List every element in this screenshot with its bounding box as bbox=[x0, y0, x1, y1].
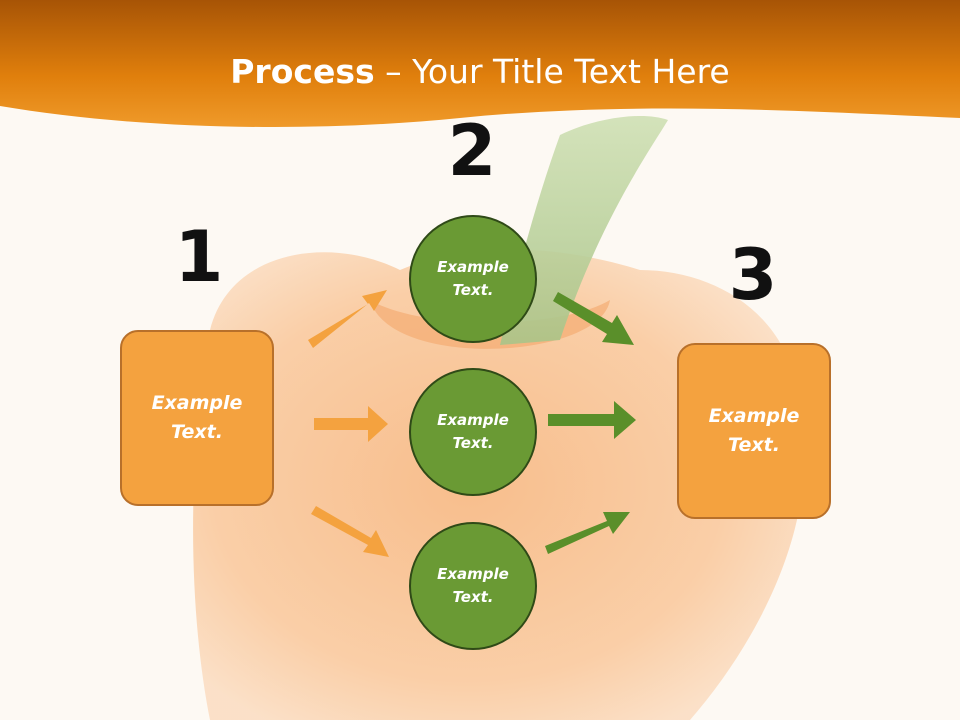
arrow-1-to-2-top bbox=[308, 290, 387, 348]
step-1-box[interactable]: Example Text. bbox=[120, 330, 274, 506]
slide-title: Process – Your Title Text Here bbox=[0, 52, 960, 91]
step-2-circle-middle[interactable]: Example Text. bbox=[409, 368, 537, 496]
title-bold: Process bbox=[230, 52, 375, 91]
step-3-box[interactable]: Example Text. bbox=[677, 343, 831, 519]
step-1-label: Example Text. bbox=[151, 392, 243, 443]
step-2-circle-middle-label: Example Text. bbox=[437, 411, 509, 452]
arrow-1-to-2-bottom bbox=[311, 506, 389, 557]
step-number-1: 1 bbox=[174, 216, 224, 298]
arrow-1-to-2-middle bbox=[314, 406, 388, 442]
step-number-2: 2 bbox=[447, 110, 497, 192]
step-2-circle-bottom-label: Example Text. bbox=[437, 565, 509, 606]
step-3-label: Example Text. bbox=[708, 405, 800, 456]
arrow-2-middle-to-3 bbox=[548, 401, 636, 439]
step-2-circle-top-label: Example Text. bbox=[437, 258, 509, 299]
title-rest: – Your Title Text Here bbox=[374, 52, 730, 91]
step-2-circle-bottom[interactable]: Example Text. bbox=[409, 522, 537, 650]
step-number-3: 3 bbox=[728, 234, 778, 316]
step-2-circle-top[interactable]: Example Text. bbox=[409, 215, 537, 343]
arrow-2-top-to-3 bbox=[553, 292, 634, 345]
arrow-2-bottom-to-3 bbox=[545, 512, 630, 554]
